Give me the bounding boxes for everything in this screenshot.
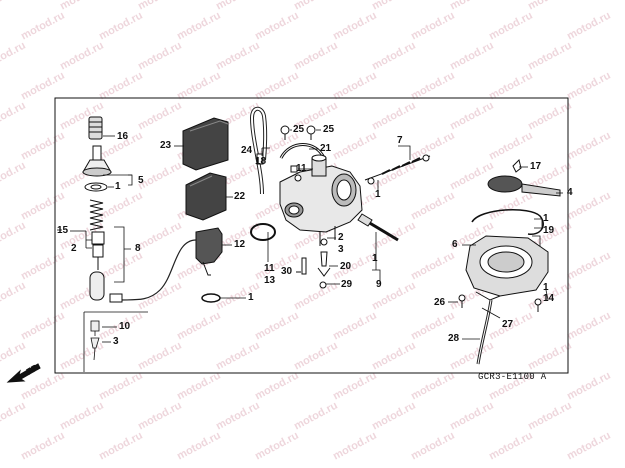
cap-16 <box>88 116 103 140</box>
callout-10: 10 <box>119 321 131 332</box>
callout-2: 2 <box>71 243 77 254</box>
needle-8 <box>91 231 105 270</box>
leader-lines-left <box>57 135 133 283</box>
callout-22: 22 <box>234 191 246 202</box>
callout-11: 11 <box>296 163 307 174</box>
callout-20: 20 <box>340 261 352 272</box>
callout-16: 16 <box>117 131 129 142</box>
callout-12: 12 <box>234 239 246 250</box>
leader-lines-center <box>261 129 340 285</box>
callout-1: 1 <box>543 213 549 224</box>
float-bowl-6 <box>465 235 549 301</box>
bowl-bolts <box>458 294 542 312</box>
spring-2 <box>89 199 104 231</box>
vent-tube-24 <box>249 106 268 195</box>
float-valve-4 <box>487 175 561 197</box>
cable-adjuster-5 <box>82 145 112 192</box>
leader-lines-right <box>448 166 563 340</box>
screws-25 <box>280 125 316 140</box>
front-direction-arrow <box>6 363 41 383</box>
o-ring-1 <box>201 293 221 303</box>
callout-7: 7 <box>397 135 403 146</box>
cover-23 <box>182 117 229 171</box>
callout-23: 23 <box>160 140 172 151</box>
callout-1: 1 <box>543 282 549 293</box>
callout-3: 3 <box>113 336 119 347</box>
callout-21: 21 <box>320 143 332 154</box>
callout-14: 14 <box>543 293 555 304</box>
callout-27: 27 <box>502 319 514 330</box>
leader-lines-midleft <box>174 145 246 299</box>
callout-9: 9 <box>376 279 382 290</box>
carburetor-body <box>279 154 363 246</box>
gasket-19 <box>471 209 544 235</box>
callout-1: 1 <box>115 181 121 192</box>
float-17 <box>512 159 522 173</box>
callout-3: 3 <box>338 244 344 255</box>
auto-choke-12 <box>109 227 223 303</box>
clamp-21 <box>279 143 326 159</box>
callout-24: 24 <box>241 145 253 156</box>
pilot-screw-9 <box>357 213 399 242</box>
drain-tube-inner <box>477 299 492 365</box>
callout-11: 11 <box>264 263 275 274</box>
idle-screw-7 <box>364 154 431 185</box>
drawing-code: GCR3-E1100 A <box>478 372 547 382</box>
throttle-valve <box>89 271 105 301</box>
callout-25: 25 <box>323 124 335 135</box>
leader-lines-right-center <box>372 145 411 284</box>
callout-1: 1 <box>372 253 378 264</box>
callout-8: 8 <box>135 243 141 254</box>
callout-17: 17 <box>530 161 542 172</box>
jet-subbox <box>83 311 148 372</box>
cover-22 <box>185 172 227 221</box>
clip-18 <box>256 153 264 165</box>
callout-25: 25 <box>293 124 305 135</box>
callout-26: 26 <box>434 297 446 308</box>
callout-30: 30 <box>281 266 293 277</box>
callout-29: 29 <box>341 279 353 290</box>
callout-18: 18 <box>255 156 267 167</box>
callout-15: 15 <box>57 225 69 236</box>
small-parts-center <box>250 165 331 289</box>
callout-4: 4 <box>567 187 573 198</box>
callout-28: 28 <box>448 333 460 344</box>
callout-1: 1 <box>248 292 254 303</box>
callout-2: 2 <box>338 232 344 243</box>
callout-1: 1 <box>375 189 381 200</box>
callout-6: 6 <box>452 239 458 250</box>
callout-5: 5 <box>138 175 144 186</box>
callout-19: 19 <box>543 225 555 236</box>
callout-13: 13 <box>264 275 276 286</box>
diagram-frame <box>54 97 569 374</box>
